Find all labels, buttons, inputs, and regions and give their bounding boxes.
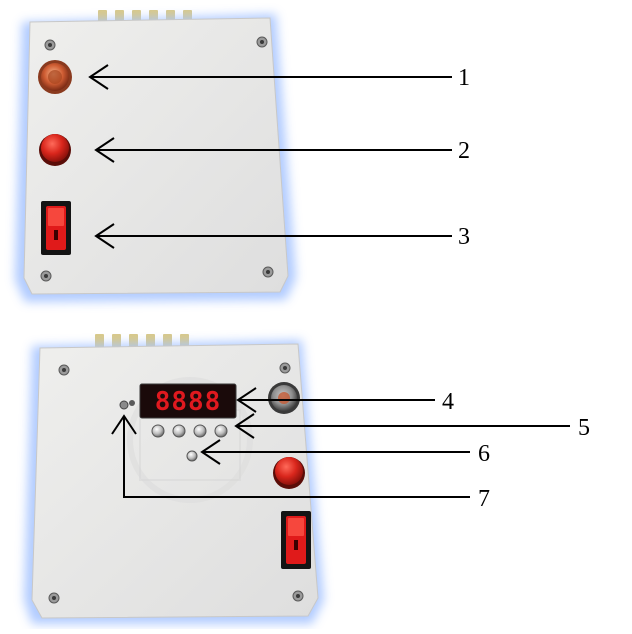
callout-label-3: 3 (458, 224, 470, 250)
screw-icon (48, 362, 304, 604)
callout-arrow-7 (111, 414, 470, 498)
seven-segment-display-icon: 8888 (139, 383, 237, 419)
round-connector-icon (38, 60, 72, 94)
callout-label-2: 2 (458, 138, 470, 164)
callout-arrow-5 (234, 413, 570, 439)
callout-arrow-6 (200, 439, 470, 465)
callout-arrow-4 (236, 387, 435, 413)
callout-label-5: 5 (578, 415, 590, 441)
top-panel-face (23, 17, 289, 295)
callout-label-6: 6 (478, 441, 490, 467)
callout-label-4: 4 (442, 389, 454, 415)
red-push-button-icon (273, 457, 305, 489)
callout-arrow-3 (94, 223, 452, 249)
top-panel (15, 10, 296, 302)
callout-arrows (88, 64, 570, 498)
callout-arrow-2 (94, 137, 452, 163)
red-rocker-switch-icon (281, 511, 311, 569)
display-digits: 8888 (155, 387, 222, 417)
small-sensor-icon (119, 400, 135, 410)
callout-label-7: 7 (478, 486, 490, 512)
bottom-panel: 8888 (24, 334, 324, 624)
callout-label-1: 1 (458, 65, 470, 91)
screw-icon (40, 36, 274, 282)
red-push-button-icon (39, 134, 71, 166)
led-indicator-icon (186, 450, 198, 462)
round-connector-icon (268, 382, 300, 414)
callout-arrow-1 (88, 64, 452, 90)
red-rocker-switch-icon (41, 201, 71, 255)
tactile-buttons-icon (151, 424, 228, 438)
